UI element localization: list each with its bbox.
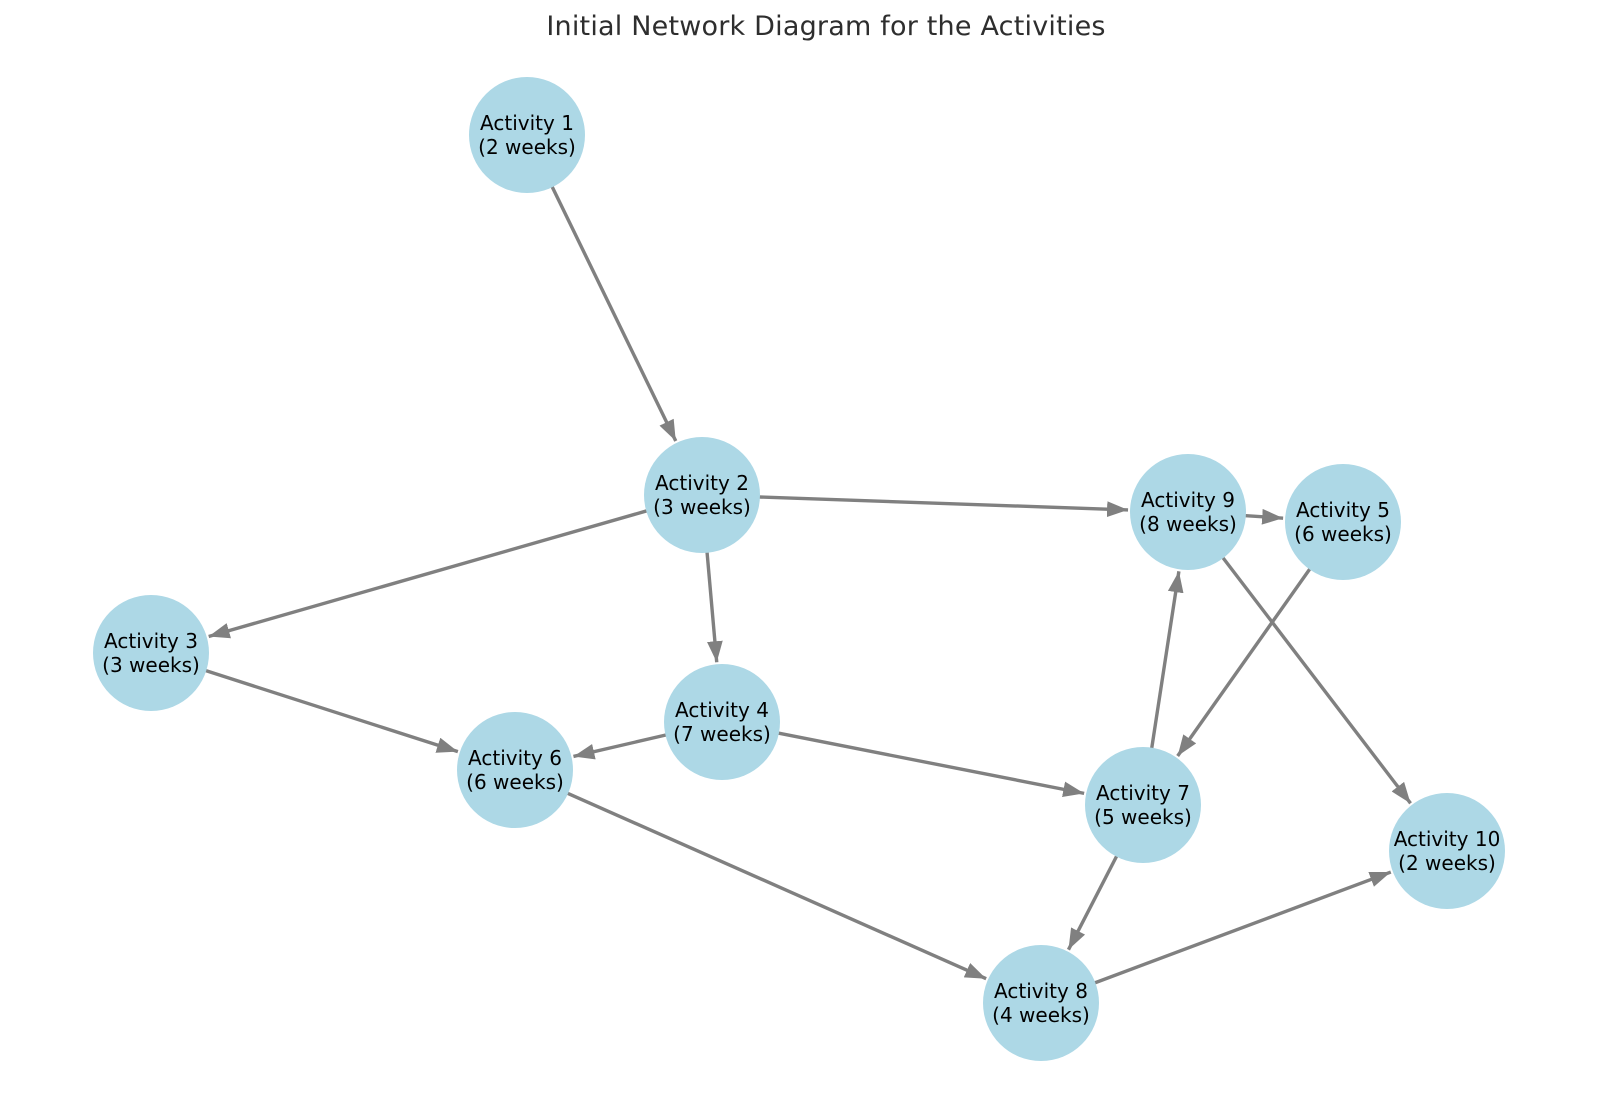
node-label-activity-4: Activity 4(7 weeks) bbox=[673, 698, 771, 746]
node-label-activity-8: Activity 8(4 weeks) bbox=[992, 979, 1090, 1027]
edge-activity-9-to-activity-5 bbox=[1243, 508, 1284, 525]
edge-activity-2-to-activity-9 bbox=[757, 495, 1129, 518]
node-label-activity-5: Activity 5(6 weeks) bbox=[1294, 498, 1392, 546]
node-label-activity-1: Activity 1(2 weeks) bbox=[478, 111, 576, 159]
node-label-activity-2: Activity 2(3 weeks) bbox=[653, 471, 751, 519]
node-label-activity-3: Activity 3(3 weeks) bbox=[102, 629, 200, 677]
node-circle-activity-2 bbox=[644, 437, 760, 553]
node-circle-activity-3 bbox=[93, 595, 209, 711]
node-label-activity-7: Activity 7(5 weeks) bbox=[1094, 781, 1192, 829]
node-circle-activity-6 bbox=[457, 712, 573, 828]
edge-activity-2-to-activity-4 bbox=[705, 550, 723, 663]
edge-activity-5-to-activity-7 bbox=[1176, 566, 1313, 757]
node-label-activity-6: Activity 6(6 weeks) bbox=[466, 746, 564, 794]
edge-activity-2-to-activity-3 bbox=[208, 508, 649, 639]
edge-activity-9-to-activity-10 bbox=[1220, 555, 1412, 805]
node-circle-activity-8 bbox=[983, 945, 1099, 1061]
diagram-title: Initial Network Diagram for the Activiti… bbox=[546, 11, 1106, 42]
node-circle-activity-10 bbox=[1389, 793, 1505, 909]
node-label-activity-10: Activity 10(2 weeks) bbox=[1394, 827, 1501, 875]
edge-activity-3-to-activity-6 bbox=[203, 668, 459, 754]
edge-activity-1-to-activity-2 bbox=[549, 184, 678, 442]
node-label-activity-9: Activity 9(8 weeks) bbox=[1139, 488, 1237, 536]
edge-activity-4-to-activity-6 bbox=[573, 732, 668, 760]
edge-activity-7-to-activity-8 bbox=[1066, 854, 1119, 951]
node-circle-activity-5 bbox=[1285, 464, 1401, 580]
node-circle-activity-9 bbox=[1130, 454, 1246, 570]
node-circle-activity-4 bbox=[664, 664, 780, 780]
node-circle-activity-1 bbox=[469, 77, 585, 193]
node-circle-activity-7 bbox=[1085, 747, 1201, 863]
edge-activity-4-to-activity-7 bbox=[776, 731, 1085, 798]
edge-activity-6-to-activity-8 bbox=[565, 791, 987, 981]
edge-activity-8-to-activity-10 bbox=[1092, 870, 1392, 985]
edge-activity-7-to-activity-9 bbox=[1149, 571, 1184, 750]
